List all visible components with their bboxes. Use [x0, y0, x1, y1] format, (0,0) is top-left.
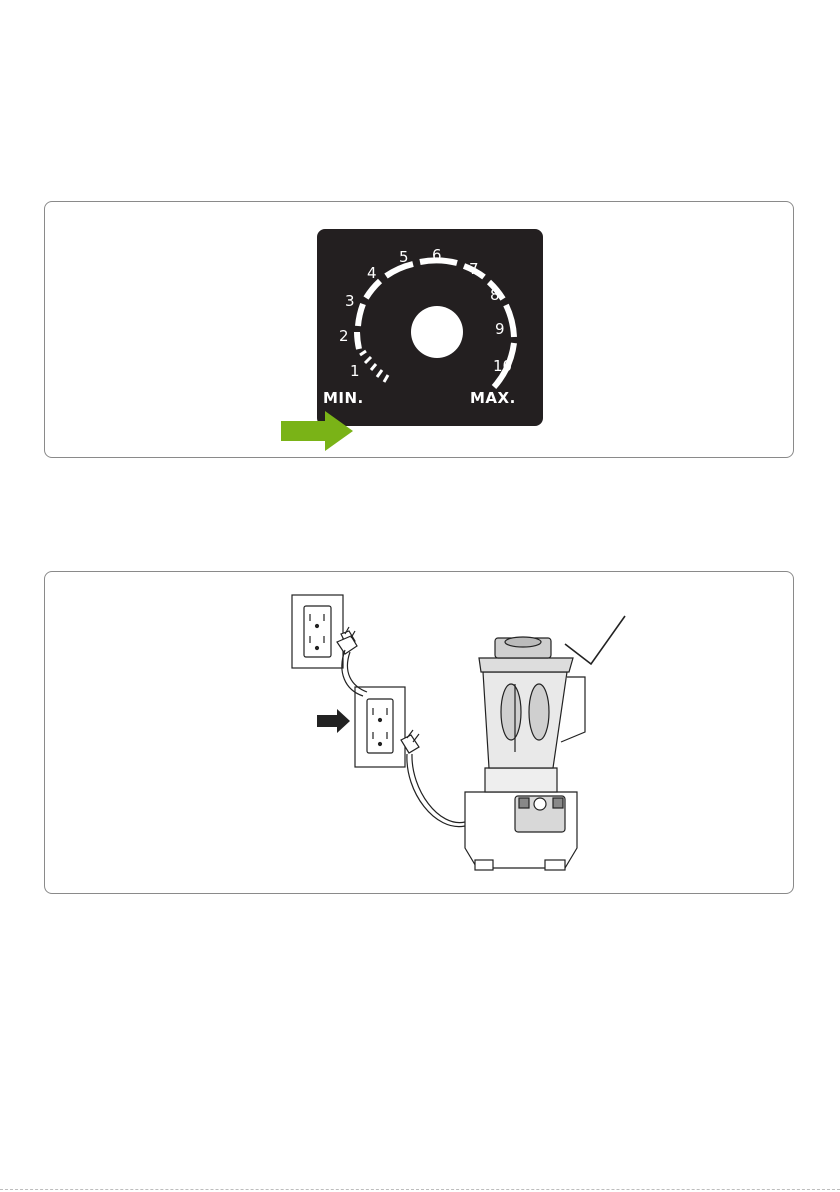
dial-number-7: 7	[469, 262, 479, 277]
dial-number-4: 4	[367, 266, 377, 281]
dial-number-5: 5	[399, 250, 409, 265]
dial-knob	[411, 306, 463, 358]
blender-icon	[465, 637, 585, 870]
page-bottom-rule	[0, 1189, 840, 1190]
dial-number-1: 1	[350, 364, 360, 379]
min-ticks	[360, 351, 388, 382]
dial-number-6: 6	[432, 248, 442, 263]
speed-dial-panel: 1 2 3 4 5 6 7 8 9 10 MIN. MAX.	[44, 201, 794, 458]
setup-illustration	[45, 572, 795, 895]
dial-number-3: 3	[345, 294, 355, 309]
dial-number-9: 9	[495, 322, 505, 337]
dial-number-8: 8	[490, 288, 500, 303]
plug-in-panel	[44, 571, 794, 894]
dial-min-label: MIN.	[323, 389, 364, 407]
dial-max-label: MAX.	[470, 389, 516, 407]
speed-dial: 1 2 3 4 5 6 7 8 9 10 MIN. MAX.	[317, 229, 543, 426]
dial-number-10: 10	[493, 359, 512, 374]
wall-outlet-icon	[355, 687, 405, 767]
green-arrow-icon	[281, 411, 361, 451]
checkmark-icon	[565, 616, 625, 664]
black-right-arrow-icon	[317, 709, 350, 733]
wall-outlet-icon	[292, 595, 343, 668]
dial-number-2: 2	[339, 329, 349, 344]
